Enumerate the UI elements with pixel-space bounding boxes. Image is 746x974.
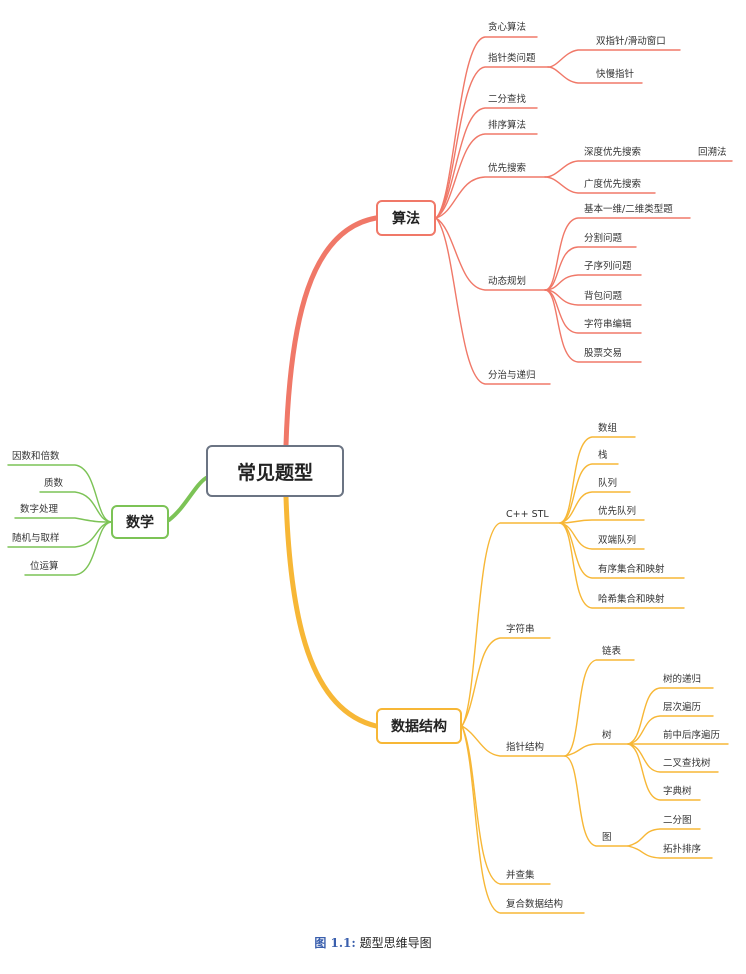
branch-ds-connector: [283, 494, 379, 729]
mindmap-connectors: [7, 36, 733, 914]
ds-bst-label: 二叉查找树: [663, 758, 711, 769]
ds-list-label: 链表: [602, 646, 622, 657]
ds-queue-label: 队列: [598, 478, 618, 489]
figure-caption: 图 1.1: 题型思维导图: [0, 934, 746, 951]
math-node: 数学: [111, 505, 169, 539]
ds-tree-rec-label: 树的递归: [663, 674, 702, 685]
algo-dfs-label: 深度优先搜索: [584, 147, 642, 158]
algo-bfs-label: 广度优先搜索: [584, 179, 642, 190]
ds-bipartite-label: 二分图: [663, 815, 692, 826]
ds-composite-label: 复合数据结构: [506, 899, 564, 910]
math-bit-label: 位运算: [30, 561, 59, 572]
algo-dp-split-label: 分割问题: [584, 233, 623, 244]
algo-two-pointer-label: 双指针/滑动窗口: [596, 36, 666, 47]
algo-divide-label: 分治与递归: [488, 370, 536, 381]
algo-search-label: 优先搜索: [488, 163, 527, 174]
ds-topo-label: 拓扑排序: [663, 844, 702, 855]
ds-pq-label: 优先队列: [598, 506, 637, 517]
algo-dp-stock-label: 股票交易: [584, 348, 623, 359]
ds-tree-order-label: 前中后序遍历: [663, 730, 721, 741]
ds-stl-label: C++ STL: [506, 509, 549, 520]
algo-greedy-label: 贪心算法: [488, 22, 527, 33]
algo-pointer-label: 指针类问题: [488, 53, 536, 64]
ds-graph-label: 图: [602, 832, 612, 843]
algo-backtrack-label: 回溯法: [698, 147, 727, 158]
algo-dp-basic-label: 基本一维/二维类型题: [584, 204, 673, 215]
math-random-label: 随机与取样: [12, 533, 60, 544]
ds-trie-label: 字典树: [663, 786, 692, 797]
ds-stack-label: 栈: [598, 450, 608, 461]
algo-dp-edit-label: 字符串编辑: [584, 319, 632, 330]
algo-fast-slow-label: 快慢指针: [596, 69, 635, 80]
ds-deque-label: 双端队列: [598, 535, 637, 546]
math-connectors: [7, 464, 112, 576]
math-factor-label: 因数和倍数: [12, 451, 60, 462]
ds-tree-level-label: 层次遍历: [663, 702, 702, 713]
ds-pointer-struct-label: 指针结构: [506, 742, 545, 753]
algo-sort-label: 排序算法: [488, 120, 527, 131]
ds-ordered-label: 有序集合和映射: [598, 564, 665, 575]
ds-array-label: 数组: [598, 423, 618, 434]
branch-math-connector: [167, 476, 208, 522]
algo-connectors: [435, 36, 733, 385]
figure-title: 题型思维导图: [355, 936, 432, 950]
ds-string-label: 字符串: [506, 624, 535, 635]
ds-connectors: [461, 436, 729, 914]
math-digit-label: 数字处理: [20, 504, 59, 515]
central-node: 常见题型: [206, 445, 344, 497]
branch-algo-connector: [283, 215, 379, 448]
ds-union-find-label: 并查集: [506, 870, 535, 881]
ds-hash-label: 哈希集合和映射: [598, 594, 665, 605]
algo-dp-subseq-label: 子序列问题: [584, 261, 632, 272]
ds-tree-label: 树: [602, 730, 612, 741]
algo-dp-knapsack-label: 背包问题: [584, 291, 623, 302]
algo-node: 算法: [376, 200, 436, 236]
ds-node: 数据结构: [376, 708, 462, 744]
math-prime-label: 质数: [44, 478, 64, 489]
figure-number: 图 1.1:: [314, 936, 356, 950]
algo-dp-label: 动态规划: [488, 276, 527, 287]
algo-binary-search-label: 二分查找: [488, 94, 527, 105]
